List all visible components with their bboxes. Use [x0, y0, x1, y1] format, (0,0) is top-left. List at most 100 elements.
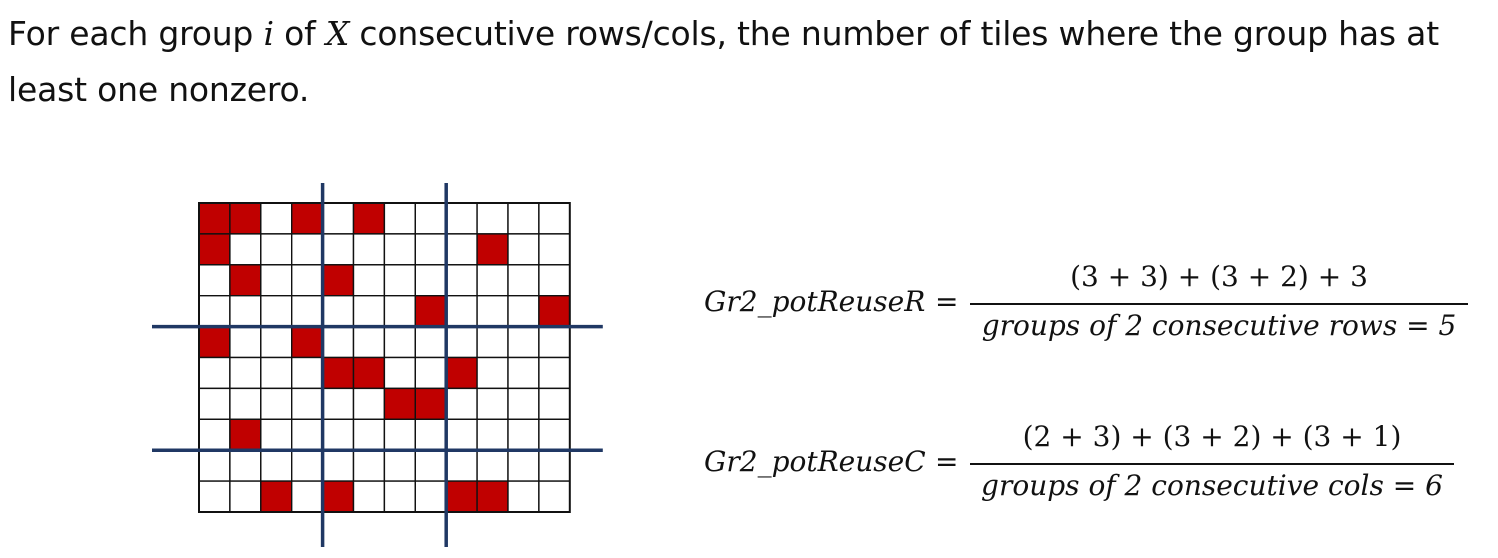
formula-r-lhs: Gr2_potReuseR [704, 285, 926, 318]
grid-cell-nonzero [321, 356, 355, 390]
formula-r-equals: = [935, 285, 959, 318]
grid-cell-empty [352, 325, 386, 359]
grid-cell-empty [476, 418, 509, 451]
grid-cell-empty [352, 449, 386, 482]
grid-cell-empty [260, 449, 293, 482]
grid-cell-nonzero [352, 202, 386, 235]
grid-cell-empty [383, 325, 416, 359]
grid-cell-empty [383, 233, 416, 266]
grid-cell-empty [321, 325, 355, 359]
grid-cell-empty [445, 264, 478, 297]
grid-cell-empty [476, 449, 509, 482]
grid-cell-empty [538, 325, 571, 359]
grid-cell-nonzero [445, 356, 478, 390]
grid-cell-empty [229, 387, 262, 420]
formula-c-fraction-bar [970, 463, 1454, 465]
grid-cell-empty [507, 325, 540, 359]
grid-cell-empty [291, 480, 324, 513]
grid-cell-empty [445, 233, 478, 266]
grid-cell-empty [538, 480, 571, 513]
grid-cell-empty [260, 233, 293, 266]
grid-cell-empty [445, 202, 478, 235]
grid-cell-empty [229, 449, 262, 482]
grid-cell-empty [229, 356, 262, 390]
grid-cell-empty [507, 202, 540, 235]
grid-cell-empty [476, 202, 509, 235]
grid-cell-empty [352, 295, 386, 328]
grid-cell-empty [476, 356, 509, 390]
formula-r-fraction-bar [970, 303, 1468, 305]
grid-cell-empty [538, 356, 571, 390]
grid-cell-nonzero [414, 295, 447, 328]
grid-cell-empty [198, 418, 231, 451]
grid-cell-empty [476, 325, 509, 359]
grid-cell-nonzero [445, 480, 478, 513]
grid-cell-empty [291, 449, 324, 482]
grid-cell-empty [352, 480, 386, 513]
grid-cell-nonzero [198, 233, 231, 266]
grid-cell-empty [414, 418, 447, 451]
intro-part-1: For each group [8, 14, 264, 53]
grid-cell-empty [260, 264, 293, 297]
grid-cell-empty [291, 264, 324, 297]
grid-cell-empty [198, 480, 231, 513]
grid-cell-empty [198, 264, 231, 297]
grid-cell-empty [229, 233, 262, 266]
grid-cell-nonzero [198, 325, 231, 359]
grid-cell-nonzero [229, 264, 262, 297]
grid-cell-empty [538, 449, 571, 482]
grid-cell-empty [383, 480, 416, 513]
formula-r-denominator: groups of 2 consecutive rows = 5 [981, 309, 1457, 342]
grid-cell-nonzero [352, 356, 386, 390]
grid-cell-empty [291, 418, 324, 451]
grid-cell-nonzero [321, 264, 355, 297]
formula-r-numerator: (3 + 3) + (3 + 2) + 3 [1070, 260, 1368, 293]
grid-border [198, 202, 571, 513]
grid-cell-nonzero [229, 202, 262, 235]
grid-cell-empty [476, 295, 509, 328]
grid-cell-empty [414, 325, 447, 359]
grid-cell-empty [321, 449, 355, 482]
formula-c-denominator: groups of 2 consecutive cols = 6 [981, 469, 1443, 502]
grid-cell-nonzero [538, 295, 571, 328]
grid-cell-empty [414, 202, 447, 235]
grid-cell-empty [414, 480, 447, 513]
grid-cell-empty [291, 356, 324, 390]
grid-cell-empty [352, 264, 386, 297]
grid-cell-empty [198, 387, 231, 420]
grid-cell-nonzero [476, 480, 509, 513]
grid-cell-empty [445, 449, 478, 482]
grid-cell-empty [383, 449, 416, 482]
grid-cell-empty [260, 295, 293, 328]
grid-cell-empty [291, 233, 324, 266]
grid-cell-empty [476, 387, 509, 420]
grid-cell-empty [414, 233, 447, 266]
grid-cell-empty [260, 418, 293, 451]
grid-cell-empty [383, 264, 416, 297]
grid-cell-nonzero [291, 325, 324, 359]
grid-cell-empty [445, 325, 478, 359]
grid-cell-nonzero [476, 233, 509, 266]
grid-cell-empty [476, 264, 509, 297]
intro-part-2: of [273, 14, 326, 53]
grid-cell-empty [198, 449, 231, 482]
grid-cell-empty [260, 356, 293, 390]
grid-cell-empty [383, 295, 416, 328]
grid-cell-empty [507, 449, 540, 482]
grid-cell-empty [507, 295, 540, 328]
grid-cell-nonzero [383, 387, 416, 420]
math-var-x: X [325, 14, 350, 53]
grid-cell-empty [198, 356, 231, 390]
grid-cell-empty [383, 356, 416, 390]
grid-cell-empty [538, 264, 571, 297]
grid-cell-empty [538, 233, 571, 266]
grid-cell-empty [445, 418, 478, 451]
formula-c-lhs: Gr2_potReuseC [704, 445, 926, 478]
grid-cell-empty [538, 418, 571, 451]
grid-cell-nonzero [414, 387, 447, 420]
grid-cell-empty [260, 325, 293, 359]
grid-cell-nonzero [229, 418, 262, 451]
grid-cell-empty [445, 387, 478, 420]
grid-cell-empty [538, 387, 571, 420]
grid-cell-empty [383, 418, 416, 451]
